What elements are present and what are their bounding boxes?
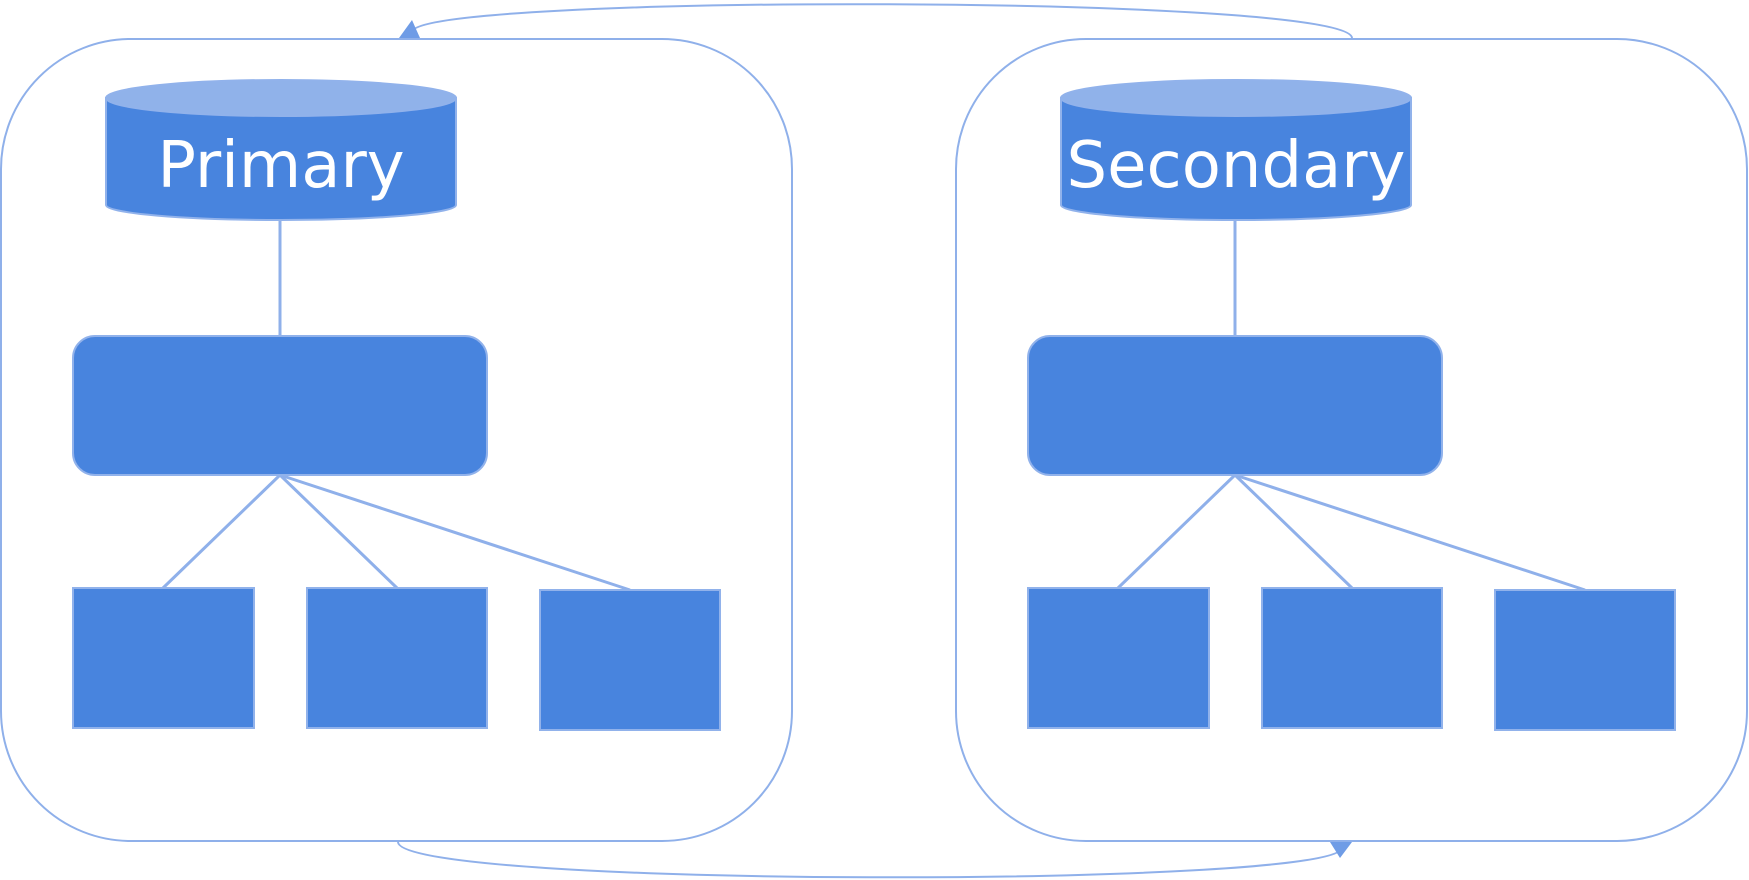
arrowhead-primary	[399, 20, 420, 38]
leaf-node	[1261, 587, 1443, 729]
secondary-cluster: Secondary	[955, 38, 1748, 842]
secondary-container	[955, 38, 1748, 842]
replication-arrow-primary-to-secondary	[397, 841, 1343, 879]
connector-server-to-node-1	[161, 473, 282, 590]
primary-cluster: Primary	[0, 38, 793, 842]
arrowhead-secondary	[1330, 842, 1352, 858]
leaf-node	[306, 587, 488, 729]
server-node	[1027, 335, 1443, 476]
primary-container	[0, 38, 793, 842]
connector-server-to-node-2	[1233, 473, 1354, 590]
replication-arrow-secondary-to-primary	[411, 3, 1353, 39]
leaf-node	[72, 587, 255, 729]
database-cylinder: Primary	[105, 79, 457, 221]
server-node	[72, 335, 488, 476]
leaf-node	[1494, 589, 1676, 731]
connector-server-to-node-2	[278, 473, 399, 590]
connector-server-to-node-1	[1116, 473, 1237, 590]
connector-server-to-node-3	[1234, 473, 1586, 592]
leaf-node	[1027, 587, 1210, 729]
database-label: Secondary	[1067, 129, 1406, 203]
connector-server-to-node-3	[279, 473, 631, 592]
database-label: Primary	[157, 129, 404, 203]
leaf-node	[539, 589, 721, 731]
database-cylinder: Secondary	[1060, 79, 1412, 221]
